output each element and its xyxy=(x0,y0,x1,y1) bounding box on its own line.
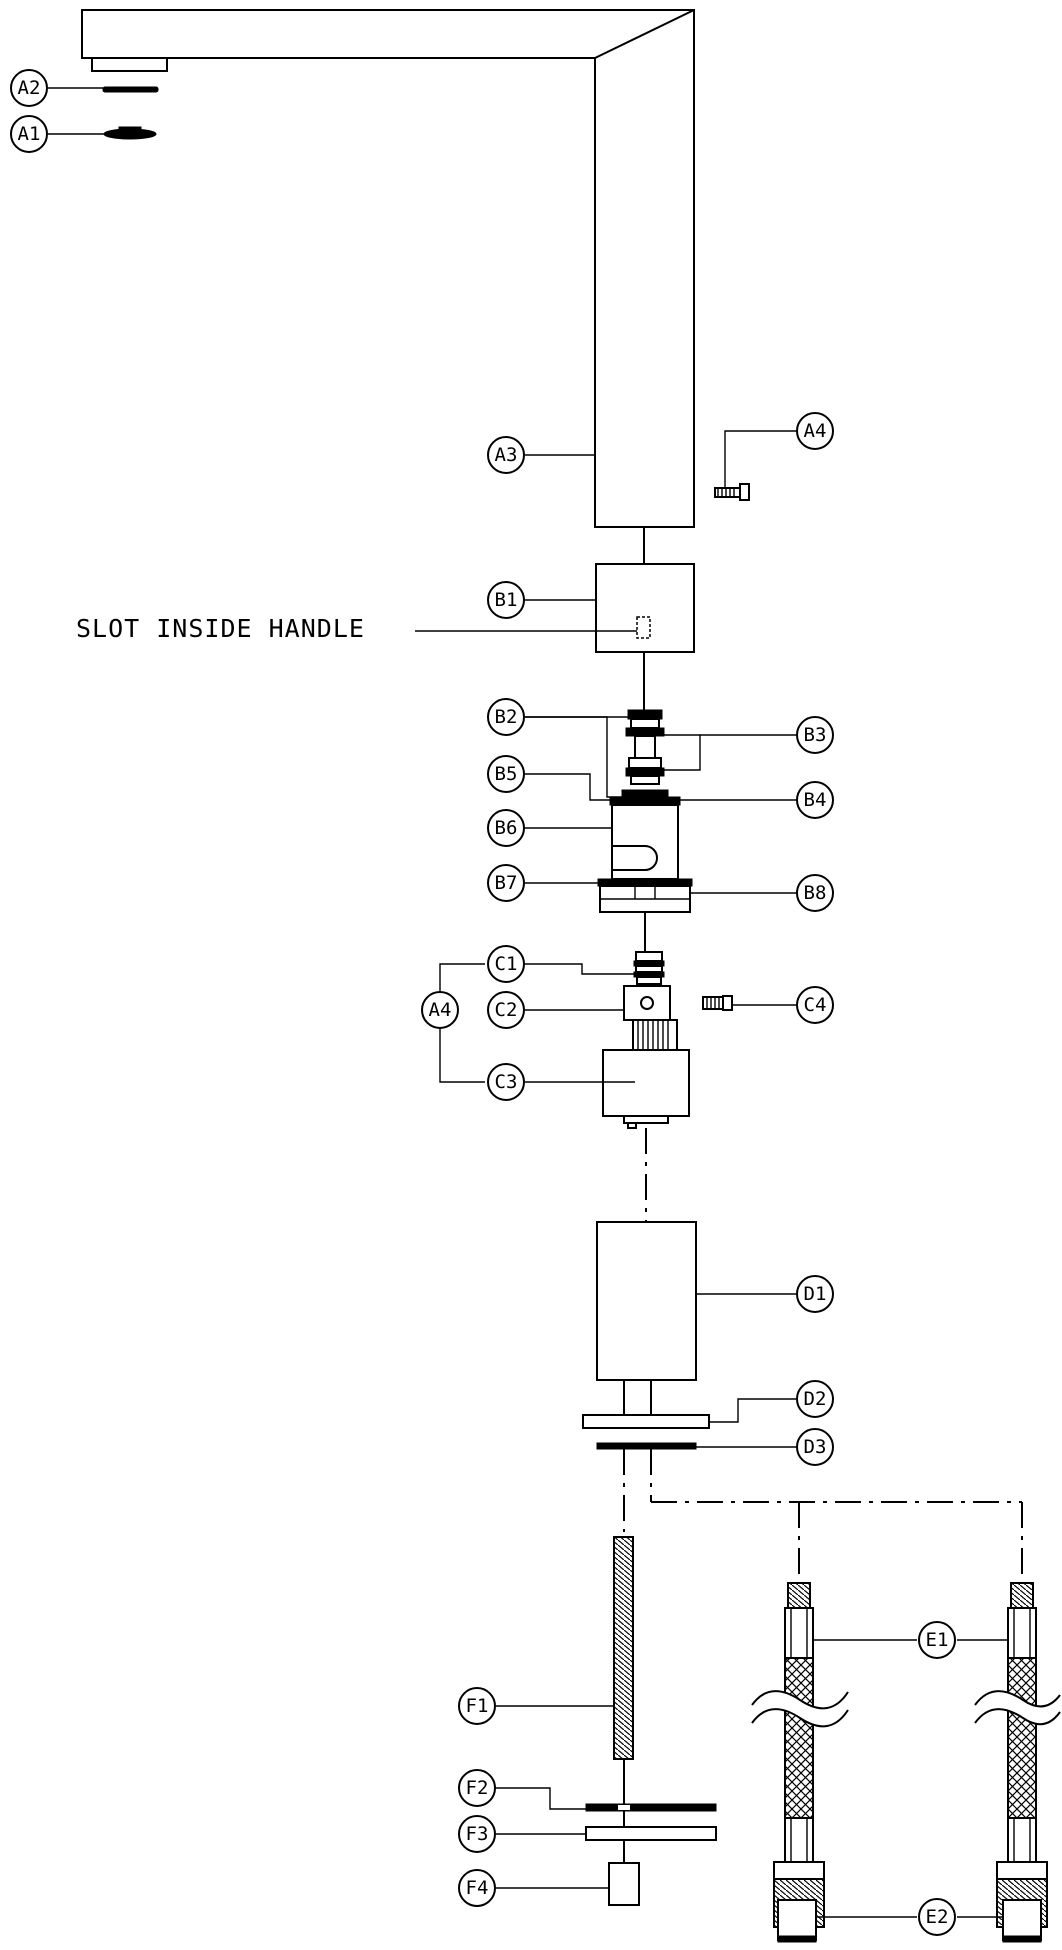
callout-c1: C1 xyxy=(487,945,525,983)
hose-adaptor-left xyxy=(777,1899,817,1943)
callout-f2: F2 xyxy=(458,1769,496,1807)
aerator-insert xyxy=(103,126,157,140)
threaded-rod xyxy=(613,1536,634,1760)
callout-d1-label: D1 xyxy=(804,1283,827,1305)
spout-body xyxy=(81,9,695,528)
callout-a1: A1 xyxy=(10,115,48,153)
callout-d2-label: D2 xyxy=(804,1388,827,1410)
callout-f2-label: F2 xyxy=(466,1777,489,1799)
callout-b4: B4 xyxy=(796,781,834,819)
callout-d1: D1 xyxy=(796,1275,834,1313)
callout-c3: C3 xyxy=(487,1063,525,1101)
callout-b3: B3 xyxy=(796,716,834,754)
callout-b5: B5 xyxy=(487,755,525,793)
callout-e1-label: E1 xyxy=(926,1629,949,1651)
callout-f4-label: F4 xyxy=(466,1877,489,1899)
callout-b6-label: B6 xyxy=(495,817,518,839)
leader-lines xyxy=(48,87,1008,1918)
callout-b7-label: B7 xyxy=(495,872,518,894)
callout-b8: B8 xyxy=(796,874,834,912)
callout-b8-label: B8 xyxy=(804,882,827,904)
callout-b2-label: B2 xyxy=(495,706,518,728)
callout-e2: E2 xyxy=(918,1898,956,1936)
callout-d2: D2 xyxy=(796,1380,834,1418)
callout-e2-label: E2 xyxy=(926,1906,949,1928)
cartridge-assembly xyxy=(602,951,690,1129)
callout-c4: C4 xyxy=(796,986,834,1024)
callout-a4: A4 xyxy=(796,412,834,450)
callout-c2: C2 xyxy=(487,991,525,1029)
cartridge-grub-screw xyxy=(702,995,733,1011)
callout-b6: B6 xyxy=(487,809,525,847)
aerator-washer xyxy=(102,86,159,93)
callout-f4: F4 xyxy=(458,1869,496,1907)
callout-a3: A3 xyxy=(487,436,525,474)
callout-b2: B2 xyxy=(487,698,525,736)
callout-d3: D3 xyxy=(796,1428,834,1466)
callout-a4-label: A4 xyxy=(804,420,827,442)
callout-f3-label: F3 xyxy=(466,1823,489,1845)
callout-f1: F1 xyxy=(458,1687,496,1725)
callout-c1-label: C1 xyxy=(495,953,518,975)
callout-a4-group-label: A4 xyxy=(429,999,452,1021)
callout-b7: B7 xyxy=(487,864,525,902)
fixing-washer xyxy=(585,1803,717,1812)
callout-a4-group: A4 xyxy=(421,991,459,1029)
fixing-plate xyxy=(585,1826,717,1841)
spout-grub-screw xyxy=(714,483,750,501)
callout-b3-label: B3 xyxy=(804,724,827,746)
flex-hose-right xyxy=(974,1582,1061,1928)
callout-d3-label: D3 xyxy=(804,1436,827,1458)
callout-a3-label: A3 xyxy=(495,444,518,466)
callout-a2: A2 xyxy=(10,69,48,107)
slot-inside-handle-note: SLOT INSIDE HANDLE xyxy=(76,614,365,643)
spindle-assembly xyxy=(597,709,693,913)
callout-b5-label: B5 xyxy=(495,763,518,785)
callout-b1: B1 xyxy=(487,581,525,619)
hose-adaptor-right xyxy=(1002,1899,1042,1943)
callout-b1-label: B1 xyxy=(495,589,518,611)
fixing-nut xyxy=(608,1862,640,1906)
callout-f1-label: F1 xyxy=(466,1695,489,1717)
callout-f3: F3 xyxy=(458,1815,496,1853)
handle xyxy=(595,563,695,653)
callout-e1: E1 xyxy=(918,1621,956,1659)
callout-c4-label: C4 xyxy=(804,994,827,1016)
callout-c2-label: C2 xyxy=(495,999,518,1021)
callout-b4-label: B4 xyxy=(804,789,827,811)
callout-a2-label: A2 xyxy=(18,77,41,99)
callout-a1-label: A1 xyxy=(18,123,41,145)
flex-hose-left xyxy=(751,1582,849,1928)
tap-body xyxy=(582,1221,710,1450)
callout-c3-label: C3 xyxy=(495,1071,518,1093)
